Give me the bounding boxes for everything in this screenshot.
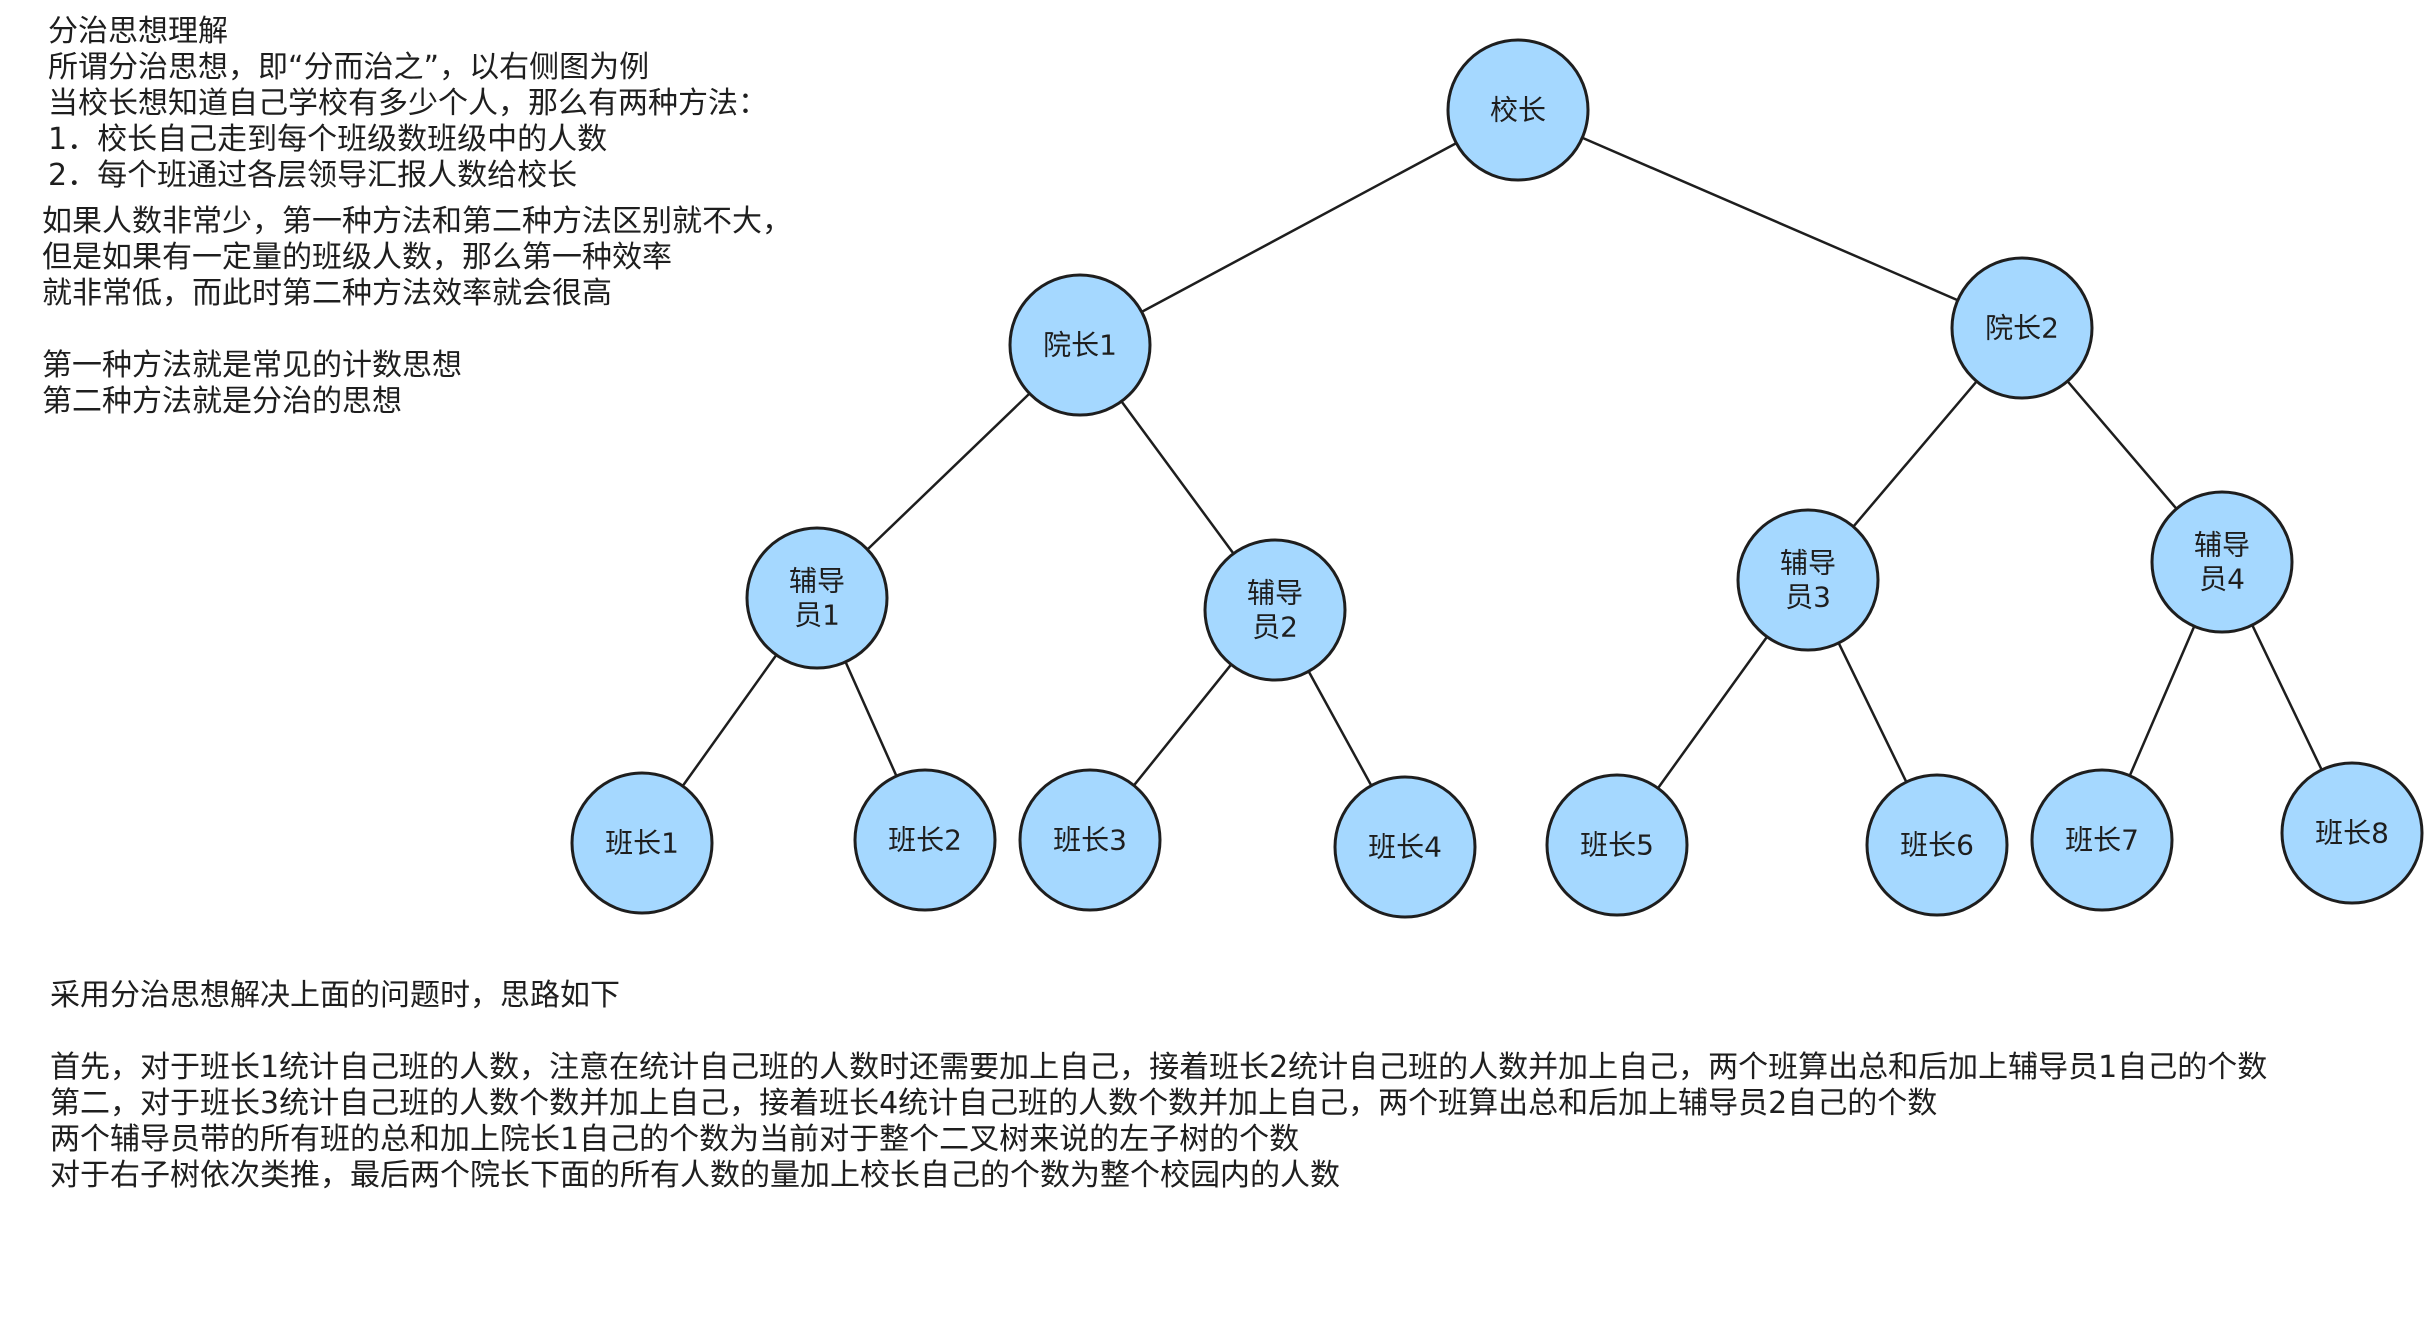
node-label: 员3 [1785,581,1831,614]
node-circle [745,526,889,670]
node-circle [853,768,997,912]
node-monitor4: 班长4 [1333,775,1477,919]
node-label: 员2 [1252,611,1298,644]
node-label: 院长1 [1043,329,1117,362]
node-circle [1950,256,2094,400]
node-label: 校长 [1490,94,1546,127]
solution-text: 采用分治思想解决上面的问题时，思路如下 首先，对于班长1统计自己班的人数，注意在… [50,978,2267,1194]
intro-text: 分治思想理解所谓分治思想，即“分而治之”，以右侧图为例当校长想知道自己学校有多少… [48,14,768,194]
intro-line: 1．校长自己走到每个班级数班级中的人数 [48,122,608,157]
node-label: 院长2 [1985,312,2059,345]
node-circle [1203,538,1347,682]
node-label: 辅导 [1780,547,1836,580]
edge-dean2-counselor4 [2066,379,2178,511]
node-circle [570,771,714,915]
node-circle [1446,38,1590,182]
node-label: 辅导 [2194,529,2250,562]
node-circle [1018,768,1162,912]
edge-counselor1-monitor1 [681,653,778,788]
node-principal: 校长 [1446,38,1590,182]
node-monitor2: 班长2 [853,768,997,912]
node-label: 班长2 [888,824,962,857]
intro-line: 2．每个班通过各层领导汇报人数给校长 [48,158,578,193]
node-label: 辅导 [789,565,845,598]
node-monitor6: 班长6 [1865,773,2009,917]
edge-counselor2-monitor4 [1307,670,1373,787]
edge-counselor3-monitor6 [1837,641,1908,784]
edge-principal-dean2 [1580,136,1960,302]
node-monitor1: 班长1 [570,771,714,915]
node-monitor3: 班长3 [1018,768,1162,912]
node-circle [2150,490,2294,634]
edge-principal-dean1 [1140,141,1458,314]
node-counselor1: 辅导员1 [745,526,889,670]
node-monitor5: 班长5 [1545,773,1689,917]
node-label: 班长7 [2065,824,2139,857]
intro-line: 所谓分治思想，即“分而治之”，以右侧图为例 [48,50,650,85]
node-circle [2280,761,2424,905]
node-circle [1736,508,1880,652]
edge-counselor1-monitor2 [844,660,898,778]
solution-line: 对于右子树依次类推，最后两个院长下面的所有人数的量加上校长自己的个数为整个校园内… [50,1158,1340,1193]
solution-line: 两个辅导员带的所有班的总和加上院长1自己的个数为当前对于整个二叉树来说的左子树的… [50,1122,1300,1157]
node-counselor2: 辅导员2 [1203,538,1347,682]
node-circle [1545,773,1689,917]
edge-dean1-counselor1 [866,392,1031,551]
node-dean2: 院长2 [1950,256,2094,400]
node-label: 辅导 [1247,577,1303,610]
node-label: 班长8 [2315,817,2389,850]
node-label: 班长4 [1368,831,1442,864]
edge-counselor4-monitor7 [2128,625,2196,777]
node-monitor7: 班长7 [2030,768,2174,912]
edge-counselor4-monitor8 [2251,623,2323,772]
intro-line: 当校长想知道自己学校有多少个人，那么有两种方法： [48,86,768,121]
node-label: 班长6 [1900,829,1974,862]
node-label: 班长1 [605,827,679,860]
edge-dean2-counselor3 [1852,380,1978,528]
edge-counselor2-monitor3 [1132,663,1233,787]
solution-line: 第二，对于班长3统计自己班的人数个数并加上自己，接着班长4统计自己班的人数个数并… [50,1086,1938,1121]
node-circle [1865,773,2009,917]
solution-line: 首先，对于班长1统计自己班的人数，注意在统计自己班的人数时还需要加上自己，接着班… [50,1050,2268,1085]
explain-line: 如果人数非常少，第一种方法和第二种方法区别就不大， [42,204,792,239]
solution-line: 采用分治思想解决上面的问题时，思路如下 [50,978,620,1013]
node-circle [2030,768,2174,912]
node-monitor8: 班长8 [2280,761,2424,905]
node-dean1: 院长1 [1008,273,1152,417]
edge-dean1-counselor2 [1120,400,1235,555]
node-label: 员1 [794,599,840,632]
node-label: 班长3 [1053,824,1127,857]
explain-line: 第二种方法就是分治的思想 [42,384,402,419]
tree-edges [681,136,2323,790]
solution-line [50,1014,2267,1050]
edge-counselor3-monitor5 [1656,635,1769,790]
node-circle [1008,273,1152,417]
explanation-text: 如果人数非常少，第一种方法和第二种方法区别就不大，但是如果有一定量的班级人数，那… [42,204,792,420]
intro-line: 分治思想理解 [48,14,228,49]
explain-line: 但是如果有一定量的班级人数，那么第一种效率 [42,240,672,275]
node-label: 员4 [2199,563,2245,596]
explain-line: 就非常低，而此时第二种方法效率就会很高 [42,276,612,311]
explain-line: 第一种方法就是常见的计数思想 [42,348,462,383]
node-circle [1333,775,1477,919]
node-label: 班长5 [1580,829,1654,862]
